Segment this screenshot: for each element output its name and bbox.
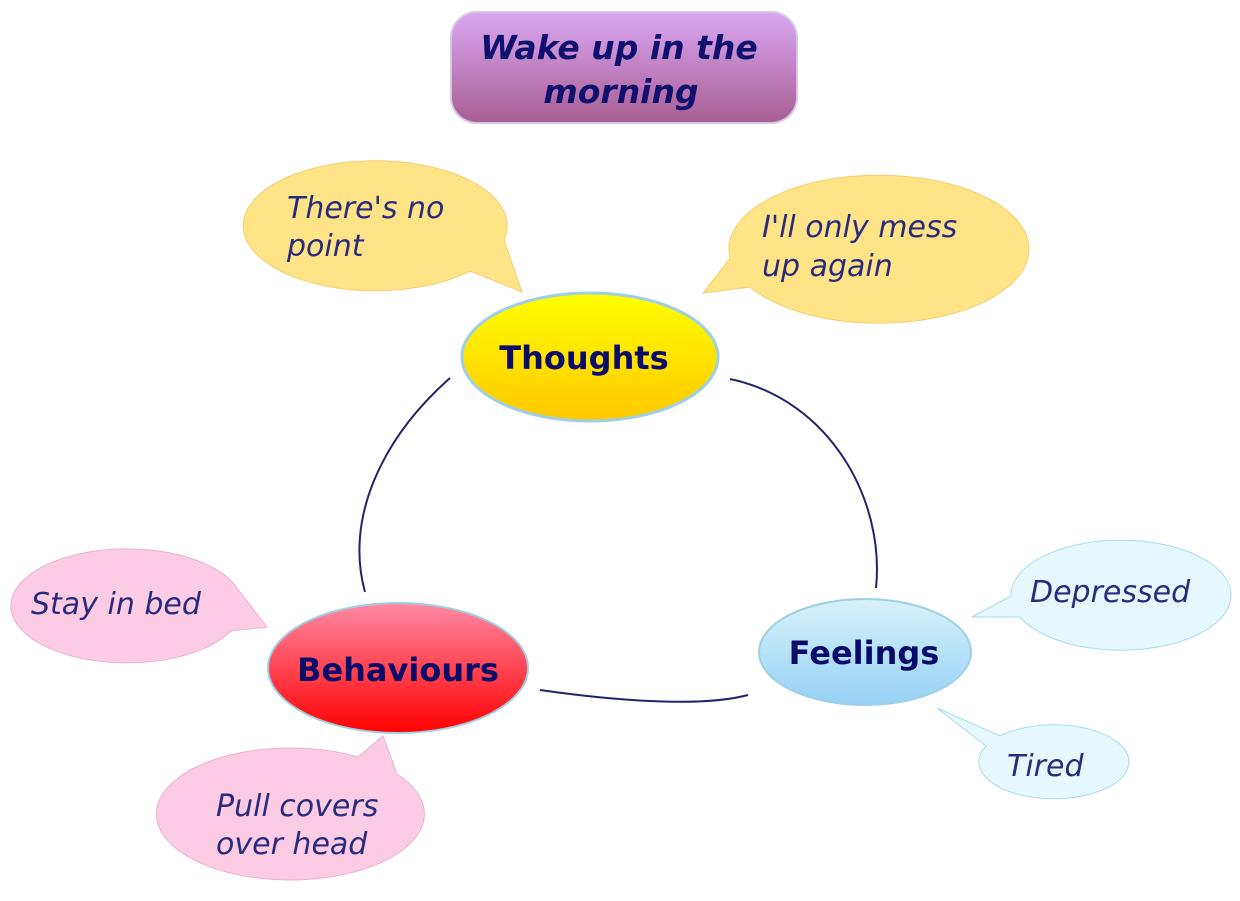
callout-tired-text: Tired <box>1007 749 1084 784</box>
callout-pull-covers[interactable]: Pull covers over head <box>155 735 425 881</box>
callout-mess-up-line-2: up again <box>762 249 893 284</box>
callout-depressed-shape <box>971 539 1232 651</box>
node-thoughts-label: Thoughts <box>499 339 668 377</box>
callout-no-point[interactable]: There's no point <box>242 160 523 293</box>
node-thoughts[interactable]: Thoughts <box>460 291 720 423</box>
node-behaviours-ellipse <box>267 602 529 734</box>
callout-no-point-shape <box>242 160 523 293</box>
callout-depressed-text: Depressed <box>1030 575 1191 610</box>
callout-stay-in-bed-shape <box>10 548 268 664</box>
central-topic[interactable]: Wake up in the morning <box>450 11 798 124</box>
callout-mess-up[interactable]: I'll only mess up again <box>701 174 1030 324</box>
callout-tired[interactable]: Tired <box>936 707 1130 800</box>
callout-mess-up-line-1: I'll only mess <box>762 210 957 245</box>
callout-depressed[interactable]: Depressed <box>971 539 1232 651</box>
callout-pull-covers-shape <box>155 735 425 881</box>
node-thoughts-ellipse <box>460 291 720 423</box>
callout-mess-up-shape <box>701 174 1030 324</box>
link-thoughts-feelings <box>729 378 878 589</box>
node-feelings-label: Feelings <box>789 634 940 672</box>
node-feelings[interactable]: Feelings <box>758 598 972 706</box>
callout-no-point-line-2: point <box>286 229 365 264</box>
central-topic-line-2: morning <box>543 72 698 111</box>
callout-pull-covers-line-2: over head <box>216 827 368 862</box>
central-topic-line-1: Wake up in the <box>480 28 758 67</box>
callout-no-point-line-1: There's no <box>287 191 444 226</box>
link-behaviours-feelings <box>539 689 749 703</box>
callout-pull-covers-line-1: Pull covers <box>216 789 378 824</box>
link-thoughts-behaviours <box>358 377 451 593</box>
central-topic-box <box>450 11 798 124</box>
callout-stay-in-bed[interactable]: Stay in bed <box>10 548 268 664</box>
callout-stay-in-bed-text: Stay in bed <box>31 587 202 622</box>
node-behaviours-label: Behaviours <box>297 651 499 689</box>
callout-tired-shape <box>936 707 1130 800</box>
node-behaviours[interactable]: Behaviours <box>267 602 529 734</box>
node-feelings-ellipse <box>758 598 972 706</box>
